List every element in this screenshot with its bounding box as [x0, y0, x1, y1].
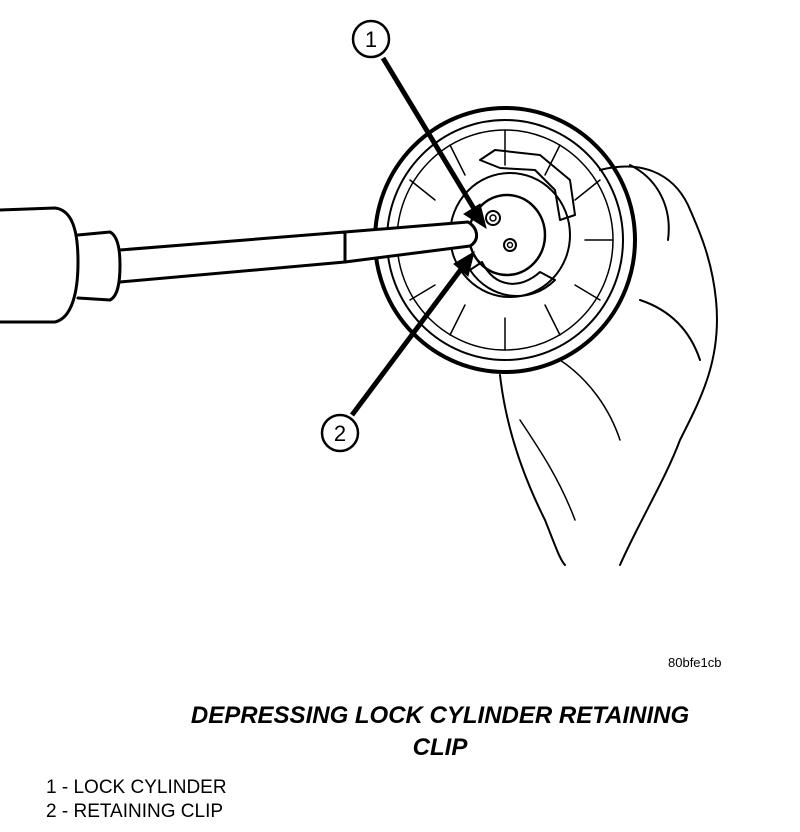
cylinder-pin-top-inner	[489, 214, 497, 222]
caption-line-2: CLIP	[412, 734, 468, 761]
screwdriver-shaft	[118, 230, 347, 284]
housing-ribs	[409, 129, 613, 351]
cylinder-pin-bottom	[503, 238, 517, 252]
legend-label: LOCK CYLINDER	[73, 777, 227, 798]
legend-number: 1	[46, 777, 57, 798]
legend-item: 1 - LOCK CYLINDER	[46, 776, 227, 800]
legend-item: 2 - RETAINING CLIP	[46, 800, 227, 824]
screwdriver-ferrule	[76, 230, 122, 302]
screwdriver-blade	[343, 220, 478, 264]
retaining-clip-slot	[479, 149, 576, 221]
image-code: 80bfe1cb	[668, 655, 722, 670]
illustration: 1 2	[0, 19, 718, 566]
callout-1-leader	[380, 56, 479, 214]
hand-outline	[499, 165, 718, 566]
callout-2-leader	[349, 266, 465, 417]
retaining-clip	[469, 261, 556, 297]
callout-2-arrowhead	[453, 250, 475, 277]
callout-2-number: 2	[334, 421, 346, 446]
figure-caption: DEPRESSING LOCK CYLINDER RETAINING CLIP	[120, 700, 760, 764]
cylinder-pin-bottom-inner	[506, 241, 514, 249]
callout-1: 1	[351, 19, 391, 59]
cylinder-pin-top	[485, 210, 501, 226]
hand-crease	[519, 359, 621, 521]
legend-number: 2	[46, 801, 57, 822]
legend-separator: -	[61, 777, 69, 798]
callout-1-number: 1	[365, 27, 377, 52]
callout-2-circle	[320, 413, 360, 453]
screwdriver-handle	[0, 206, 80, 324]
legend-separator: -	[61, 801, 69, 822]
callout-1-arrowhead	[463, 203, 487, 230]
legend: 1 - LOCK CYLINDER 2 - RETAINING CLIP	[46, 776, 227, 824]
legend-label: RETAINING CLIP	[73, 801, 224, 822]
callout-2: 2	[320, 413, 360, 453]
caption-line-1: DEPRESSING LOCK CYLINDER RETAINING	[190, 702, 690, 729]
callout-1-circle	[351, 19, 391, 59]
hand-finger	[629, 164, 701, 361]
